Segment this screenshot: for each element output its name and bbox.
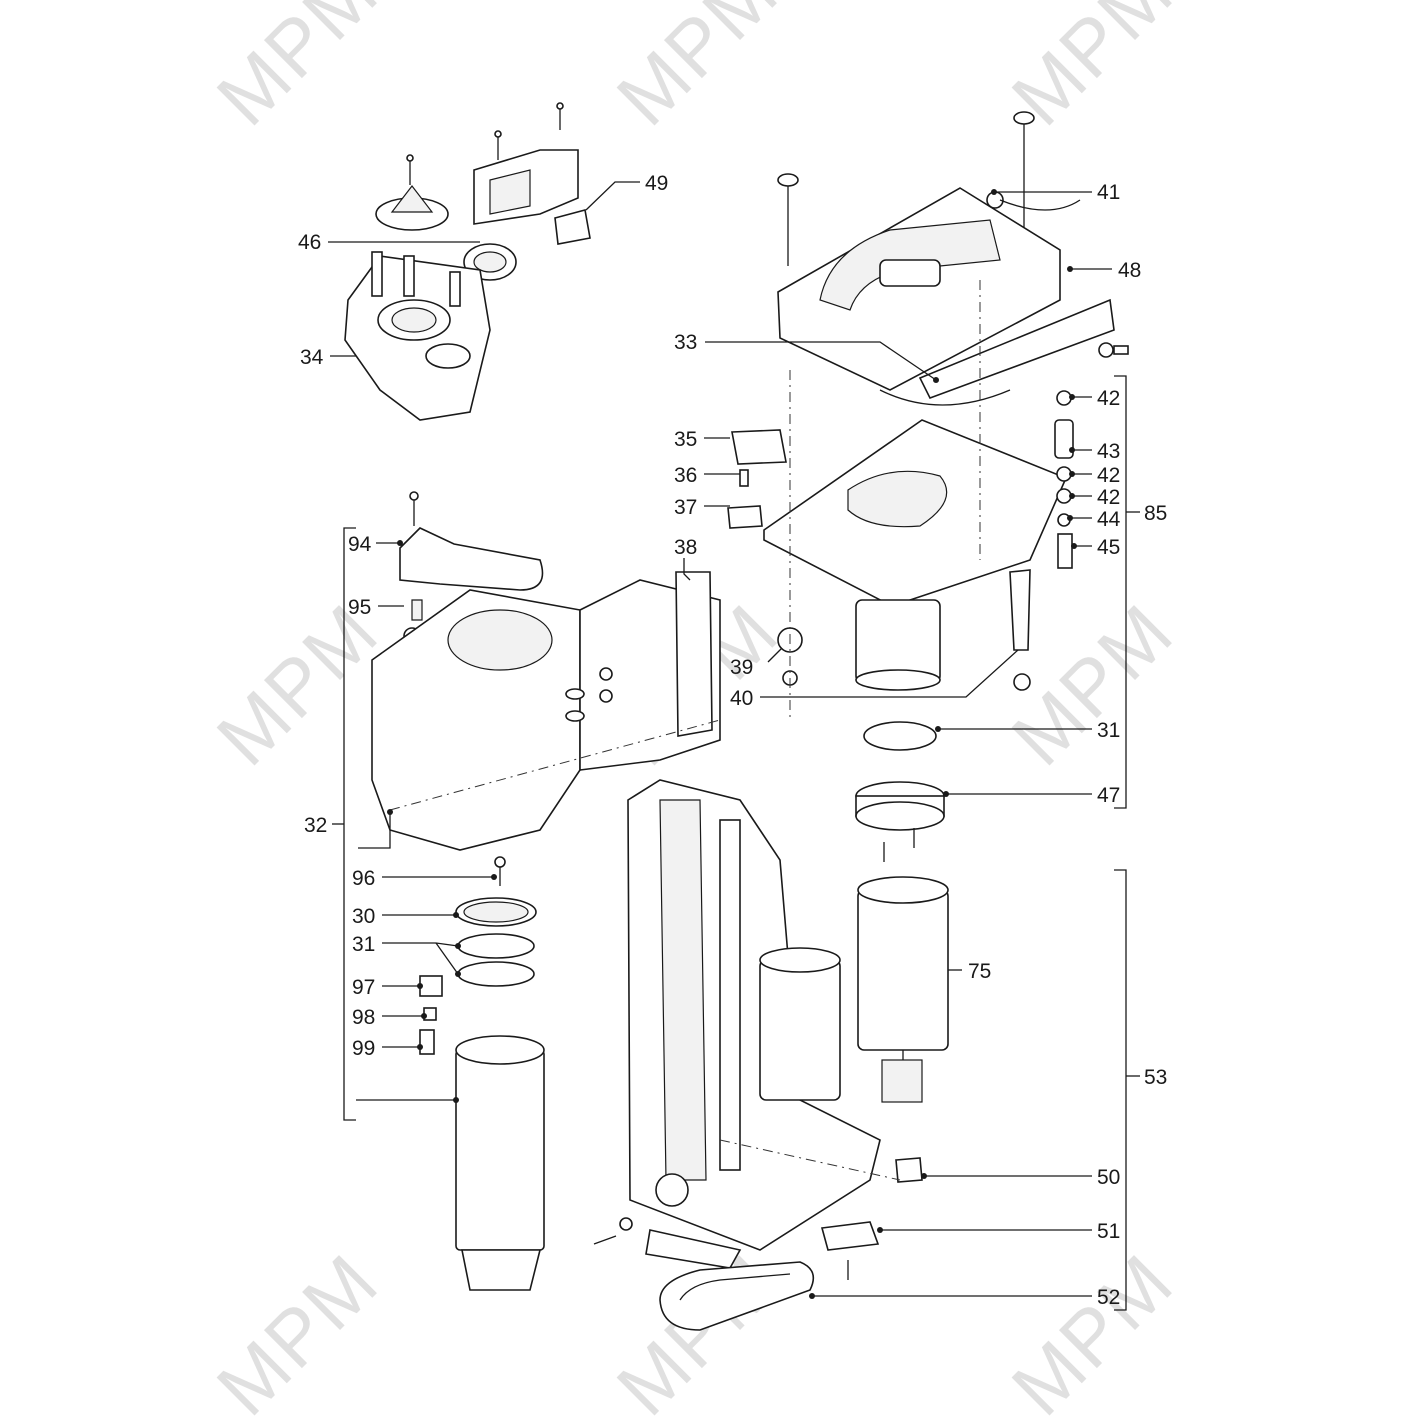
callout-98: 98 bbox=[352, 1006, 375, 1029]
callout-51: 51 bbox=[1097, 1220, 1120, 1243]
callout-46: 46 bbox=[298, 231, 321, 254]
callout-37: 37 bbox=[674, 496, 697, 519]
dispenser-head-assembly bbox=[344, 102, 591, 421]
callout-49: 49 bbox=[645, 172, 668, 195]
callout-44: 44 bbox=[1097, 508, 1121, 531]
callout-35: 35 bbox=[674, 428, 697, 451]
callout-31-left: 31 bbox=[352, 933, 375, 956]
callout-99: 99 bbox=[352, 1037, 375, 1060]
callout-30: 30 bbox=[352, 905, 375, 928]
callout-94: 94 bbox=[348, 533, 372, 556]
callout-43: 43 bbox=[1097, 440, 1120, 463]
callout-50: 50 bbox=[1097, 1166, 1120, 1189]
part-drawings bbox=[344, 102, 1129, 1331]
callout-labels: 49 46 34 41 48 33 42 35 43 36 42 42 37 8… bbox=[298, 172, 1167, 1309]
callout-31-right: 31 bbox=[1097, 719, 1120, 742]
callout-39: 39 bbox=[730, 656, 753, 679]
watermark-1: MPM bbox=[200, 0, 395, 142]
brew-unit-body bbox=[371, 491, 721, 851]
callout-36: 36 bbox=[674, 464, 697, 487]
watermark-9: MPM bbox=[995, 1237, 1190, 1422]
callout-38: 38 bbox=[674, 536, 697, 559]
callout-42b: 42 bbox=[1097, 464, 1120, 487]
watermark-7: MPM bbox=[200, 1237, 395, 1422]
callout-75: 75 bbox=[968, 960, 991, 983]
callout-41: 41 bbox=[1097, 181, 1120, 204]
base-plate-assembly bbox=[727, 280, 1074, 862]
watermark-2: MPM bbox=[600, 0, 795, 142]
callout-42c: 42 bbox=[1097, 486, 1120, 509]
callout-52: 52 bbox=[1097, 1286, 1120, 1309]
callout-85: 85 bbox=[1144, 502, 1167, 525]
brew-cylinder-parts bbox=[419, 856, 545, 1291]
callout-47: 47 bbox=[1097, 784, 1120, 807]
callout-33: 33 bbox=[674, 331, 697, 354]
callout-96: 96 bbox=[352, 867, 375, 890]
callout-97: 97 bbox=[352, 976, 375, 999]
frame-assembly-top bbox=[777, 111, 1129, 406]
callout-34: 34 bbox=[300, 346, 324, 369]
callout-45: 45 bbox=[1097, 536, 1120, 559]
callout-40: 40 bbox=[730, 687, 753, 710]
drive-housing bbox=[593, 779, 949, 1331]
leader-lines bbox=[328, 181, 1140, 1311]
callout-42a: 42 bbox=[1097, 387, 1120, 410]
callout-95: 95 bbox=[348, 596, 371, 619]
callout-53: 53 bbox=[1144, 1066, 1167, 1089]
callout-48: 48 bbox=[1118, 259, 1141, 282]
callout-32: 32 bbox=[304, 814, 327, 837]
